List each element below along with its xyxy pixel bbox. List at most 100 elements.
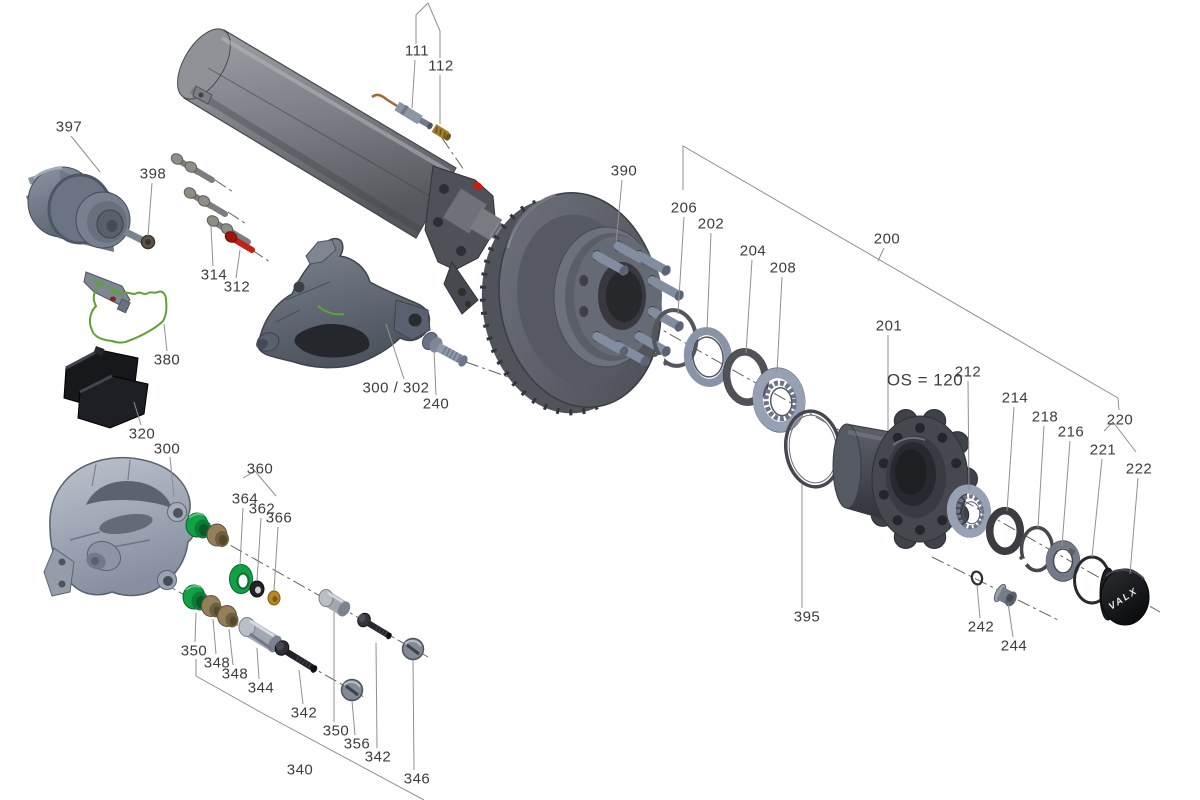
- leader-line: [298, 669, 304, 705]
- wheel-hub: [832, 408, 978, 550]
- centerline: [441, 137, 465, 171]
- drain-plug-244: [993, 583, 1017, 607]
- part-label-397: 397: [56, 119, 83, 136]
- part-label-240: 240: [423, 396, 450, 413]
- abs-sensor: [371, 93, 433, 130]
- leader-line: [70, 135, 101, 173]
- part-label-112: 112: [428, 58, 453, 75]
- wheel-stud: [421, 331, 468, 367]
- part-label-342: 342: [365, 749, 392, 766]
- sensor-bushing: [431, 124, 451, 141]
- part-label-206: 206: [671, 200, 698, 217]
- part-label-350: 350: [181, 643, 208, 660]
- part-label-300: 300: [154, 441, 181, 458]
- leader-line: [1129, 477, 1139, 575]
- part-labels: 3973983143121111123902062022042082002012…: [56, 43, 1153, 788]
- pin-cap-346: [401, 637, 425, 661]
- leader-line: [239, 507, 244, 566]
- part-label-OS-120: OS = 120: [887, 371, 963, 390]
- group-brackets: [70, 2, 1139, 800]
- guide-bush-350: [318, 589, 351, 617]
- group-bracket-line: [427, 2, 441, 58]
- part-label-208: 208: [770, 260, 797, 277]
- part-label-242: 242: [968, 619, 995, 636]
- part-label-216: 216: [1058, 424, 1085, 441]
- leader-line: [411, 59, 416, 109]
- leader-line: [385, 323, 405, 380]
- seal-362: [249, 580, 265, 598]
- red-bolt: [224, 231, 255, 253]
- leader-line: [1061, 440, 1071, 547]
- centerline: [227, 211, 247, 225]
- hub-bolt-holes: [878, 423, 962, 535]
- part-label-395: 395: [794, 609, 821, 626]
- part-label-390: 390: [611, 163, 638, 180]
- brake-flange: [424, 165, 497, 315]
- leader-line: [706, 232, 712, 331]
- part-label-348: 348: [204, 655, 231, 672]
- leader-line: [169, 456, 175, 498]
- part-label-380: 380: [154, 352, 181, 369]
- group-bracket-line: [682, 145, 1120, 411]
- part-label-344: 344: [248, 680, 275, 697]
- leader-line: [615, 179, 623, 245]
- guide-pin-parts: [182, 512, 425, 702]
- centerline: [251, 249, 271, 263]
- part-label-200: 200: [874, 231, 901, 248]
- leader-line: [1091, 458, 1103, 558]
- leader-line: [967, 380, 970, 491]
- part-label-201: 201: [876, 318, 903, 335]
- axle-nut-216: [1045, 540, 1081, 582]
- leader-line: [375, 642, 378, 749]
- leader-line: [228, 628, 234, 666]
- brake-pads: [63, 346, 149, 429]
- leader-line: [163, 323, 168, 352]
- leader-line: [433, 349, 437, 396]
- part-label-360: 360: [247, 461, 274, 478]
- mounting-bolts: [170, 153, 251, 245]
- brake-chamber: [25, 166, 148, 252]
- leader-line: [976, 584, 981, 619]
- leader-line: [412, 659, 415, 771]
- part-label-111: 111: [405, 43, 429, 60]
- part-label-222: 222: [1126, 461, 1153, 478]
- boot-seal-364: [229, 564, 253, 594]
- leader-line: [776, 276, 783, 373]
- part-label-342: 342: [291, 705, 318, 722]
- leader-line: [677, 216, 685, 315]
- part-label-214: 214: [1002, 390, 1029, 407]
- hub-seal-202: [683, 327, 733, 387]
- pin-cap-356: [340, 678, 364, 702]
- part-label-300-302: 300 / 302: [362, 380, 429, 397]
- part-label-362: 362: [249, 501, 276, 518]
- group-bracket-line: [415, 2, 429, 44]
- guide-bolt-342-upper: [357, 612, 392, 640]
- caliper-body: [43, 456, 195, 597]
- wear-indicator-cable: [83, 271, 168, 344]
- leader-line: [351, 700, 356, 736]
- leader-line: [133, 401, 142, 426]
- leader-line: [1007, 602, 1014, 638]
- leader-line: [1037, 425, 1045, 529]
- o-ring-242: [970, 570, 984, 586]
- group-bracket-line: [195, 659, 425, 800]
- leader-line: [745, 259, 753, 354]
- red-marker: [473, 182, 483, 190]
- leader-line: [1006, 406, 1015, 512]
- part-label-320: 320: [129, 426, 156, 443]
- leader-line: [194, 612, 197, 643]
- guide-bolt-342-lower: [274, 640, 318, 673]
- part-label-366: 366: [266, 510, 293, 527]
- part-label-364: 364: [232, 491, 259, 508]
- part-label-346: 346: [404, 771, 431, 788]
- part-label-221: 221: [1090, 442, 1117, 459]
- caliper-assembled: [256, 237, 431, 369]
- leader-line: [256, 647, 260, 680]
- part-label-348: 348: [222, 666, 249, 683]
- group-bracket-line: [242, 470, 277, 497]
- part-label-312: 312: [224, 279, 251, 296]
- group-bracket-line: [1103, 421, 1137, 453]
- leader-line: [877, 247, 885, 262]
